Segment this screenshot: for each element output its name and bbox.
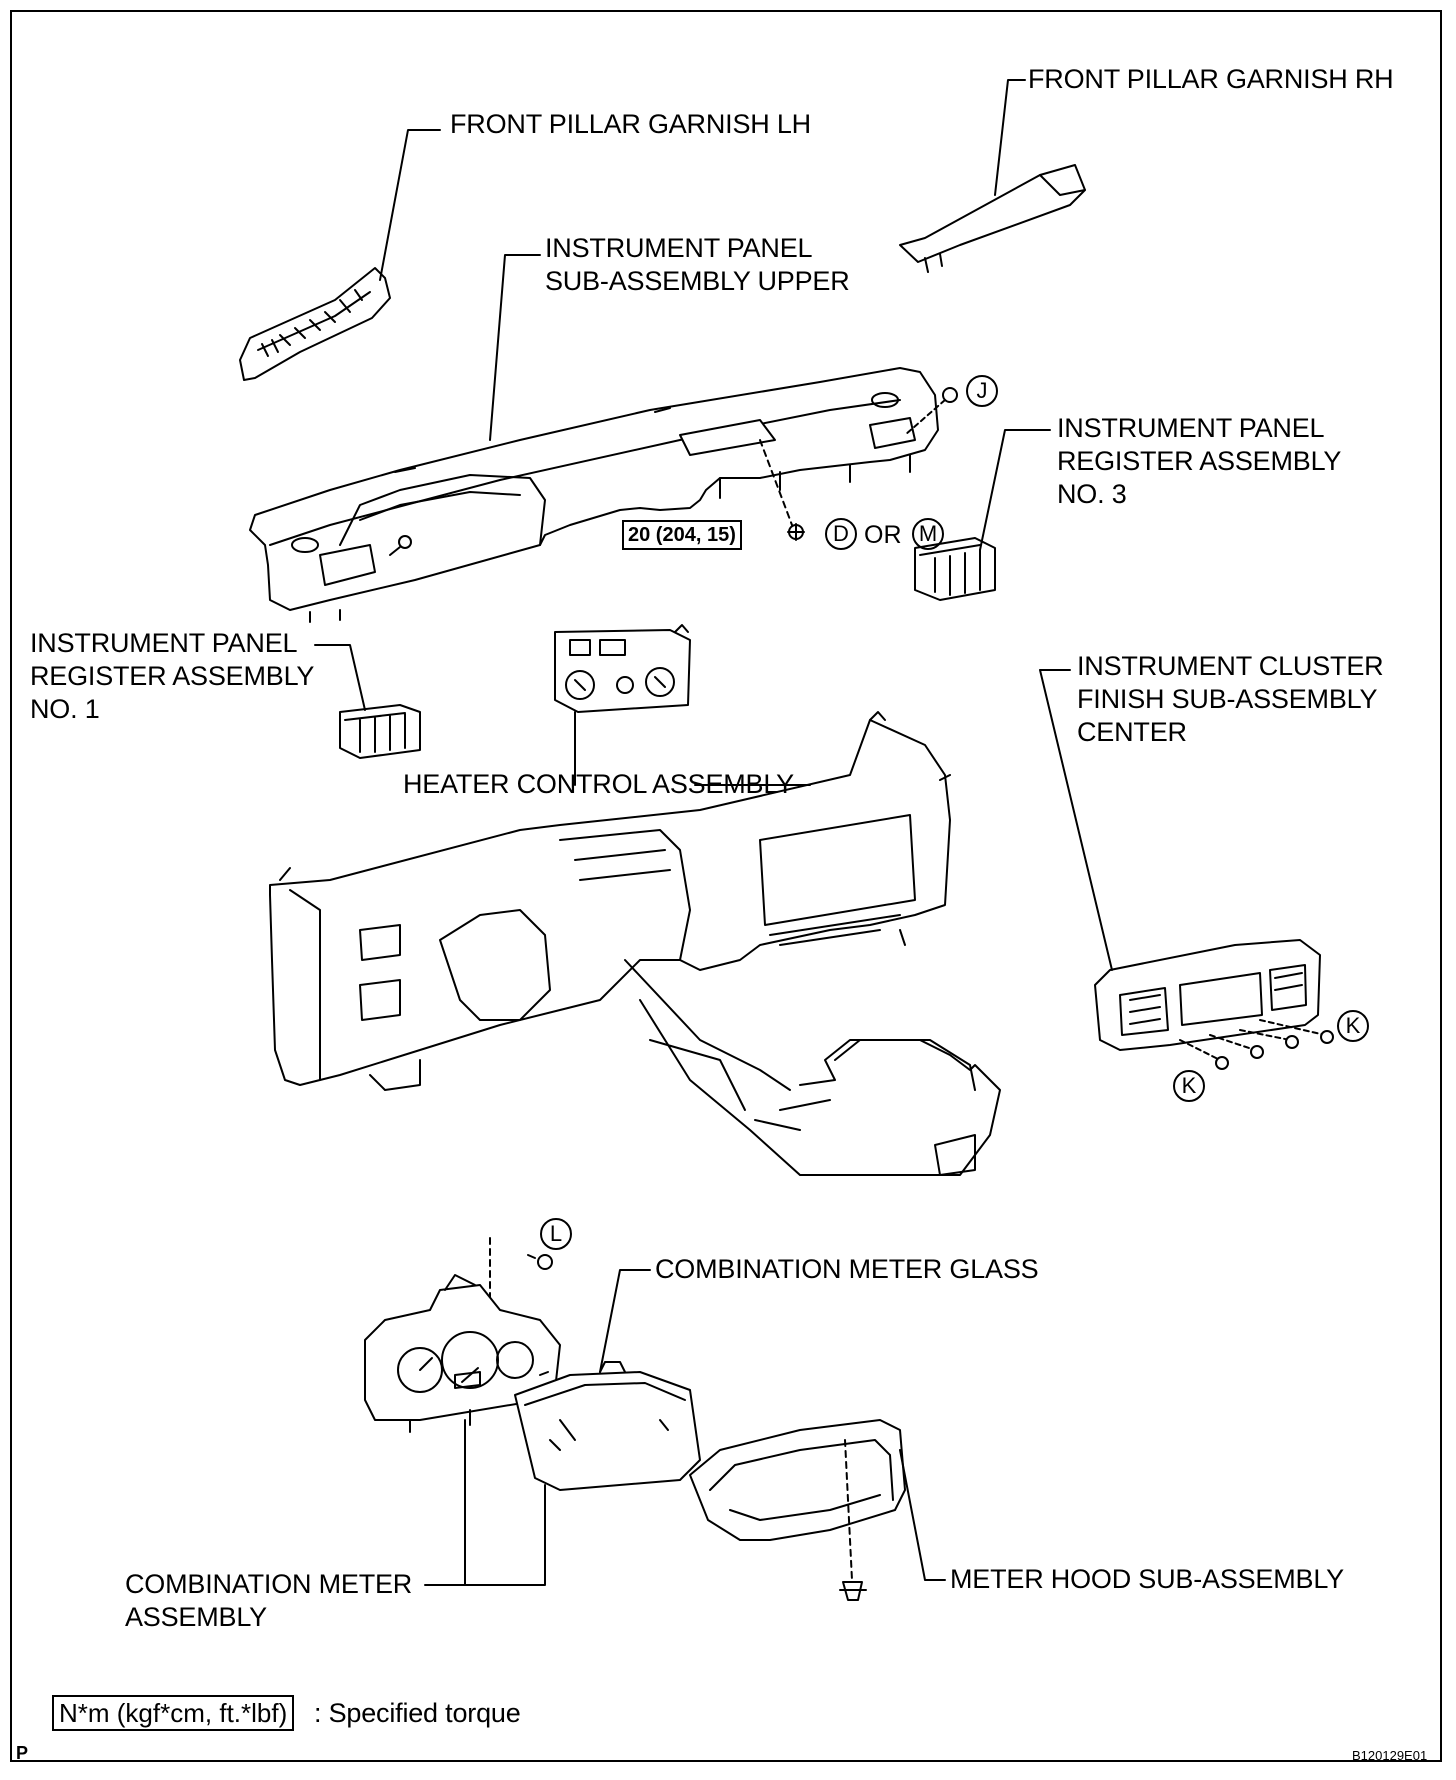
label-register-no3-line1: INSTRUMENT PANEL: [1057, 413, 1325, 443]
marker-l: L: [540, 1218, 572, 1250]
marker-k-right: K: [1337, 1010, 1369, 1042]
legend-torque-box: N*m (kgf*cm, ft.*lbf): [52, 1695, 295, 1731]
or-text: OR: [864, 521, 902, 549]
label-cluster-finish-line1: INSTRUMENT CLUSTER: [1077, 651, 1384, 681]
label-register-no1-line2: REGISTER ASSEMBLY: [30, 661, 315, 691]
heater-control-part: [554, 624, 691, 713]
label-combination-meter-line2: ASSEMBLY: [125, 1602, 267, 1632]
leader-line-register-no1: [314, 644, 366, 711]
leader-line-meter-glass: [599, 1269, 651, 1373]
front-pillar-garnish-lh-part: [239, 267, 391, 381]
label-instrument-panel-upper-line1: INSTRUMENT PANEL: [545, 233, 813, 263]
label-front-pillar-garnish-lh: FRONT PILLAR GARNISH LH: [450, 109, 811, 139]
diagram-frame: [10, 10, 1442, 1762]
meter-hood-clip: [839, 1581, 867, 1601]
register-no1-part: [339, 704, 421, 759]
label-combination-meter-line1: COMBINATION METER: [125, 1569, 413, 1599]
leader-line-register-no3: [979, 429, 1051, 551]
k-screws: [1179, 1019, 1334, 1070]
combination-meter-part: [364, 1274, 561, 1433]
label-register-no1-line1: INSTRUMENT PANEL: [30, 628, 298, 658]
register-no3-part: [914, 537, 996, 601]
label-cluster-finish-line2: FINISH SUB-ASSEMBLY: [1077, 684, 1378, 714]
corner-letter: P: [16, 1743, 29, 1763]
leader-line-combination-meter: [424, 1419, 546, 1586]
combination-meter-glass-part: [514, 1361, 701, 1491]
label-register-no3-line3: NO. 3: [1057, 479, 1127, 509]
leader-line-meter-hood: [899, 1449, 946, 1581]
label-meter-hood: METER HOOD SUB-ASSEMBLY: [950, 1564, 1344, 1594]
meter-hood-part: [689, 1419, 906, 1581]
leader-line-garnish-lh: [379, 129, 441, 281]
label-register-no3-line2: REGISTER ASSEMBLY: [1057, 446, 1342, 476]
label-register-no1-line3: NO. 1: [30, 694, 100, 724]
leader-line-cluster-finish: [1039, 669, 1113, 971]
legend-description: : Specified torque: [314, 1698, 521, 1728]
marker-k-left: K: [1173, 1070, 1205, 1102]
instrument-panel-upper-part: [249, 367, 939, 623]
leader-line-panel-upper: [489, 254, 541, 441]
screw-l: [489, 1237, 553, 1316]
panel-screw: [389, 535, 412, 556]
bolt-dashed-line: [759, 439, 793, 526]
label-heater-control: HEATER CONTROL ASSEMBLY: [403, 769, 794, 799]
label-combination-meter-glass: COMBINATION METER GLASS: [655, 1254, 1039, 1284]
marker-j: J: [966, 375, 998, 407]
label-front-pillar-garnish-rh: FRONT PILLAR GARNISH RH: [1028, 64, 1394, 94]
instrument-panel-lower-part: [269, 711, 1001, 1176]
label-instrument-panel-upper-line2: SUB-ASSEMBLY UPPER: [545, 266, 850, 296]
leader-line-garnish-rh: [994, 79, 1026, 196]
marker-m: M: [912, 518, 944, 550]
marker-d: D: [825, 518, 857, 550]
screw-j: [904, 387, 958, 436]
cluster-finish-center-part: [1094, 939, 1321, 1051]
label-cluster-finish-line3: CENTER: [1077, 717, 1187, 747]
torque-bolt: [787, 523, 805, 541]
figure-code: B120129E01: [1352, 1748, 1428, 1763]
front-pillar-garnish-rh-part: [899, 164, 1086, 273]
torque-spec-box: 20 (204, 15): [622, 520, 742, 550]
